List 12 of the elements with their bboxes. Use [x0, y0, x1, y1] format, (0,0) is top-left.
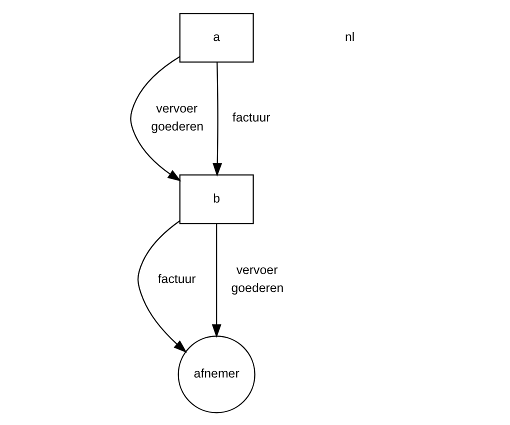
- arrow: [130, 56, 181, 181]
- node-circle: afnemer: [177, 335, 255, 413]
- edge-label: factuur: [232, 110, 270, 124]
- node-box: b: [178, 174, 254, 224]
- label: nl: [344, 29, 354, 44]
- arrow: [136, 220, 187, 352]
- edge-label: vervoer goederen: [230, 262, 284, 295]
- edge-label: vervoer goederen: [150, 101, 204, 134]
- edge-label: factuur: [157, 272, 196, 286]
- arrow: [212, 62, 222, 176]
- node-box: a: [178, 12, 254, 62]
- arrow: [211, 223, 221, 338]
